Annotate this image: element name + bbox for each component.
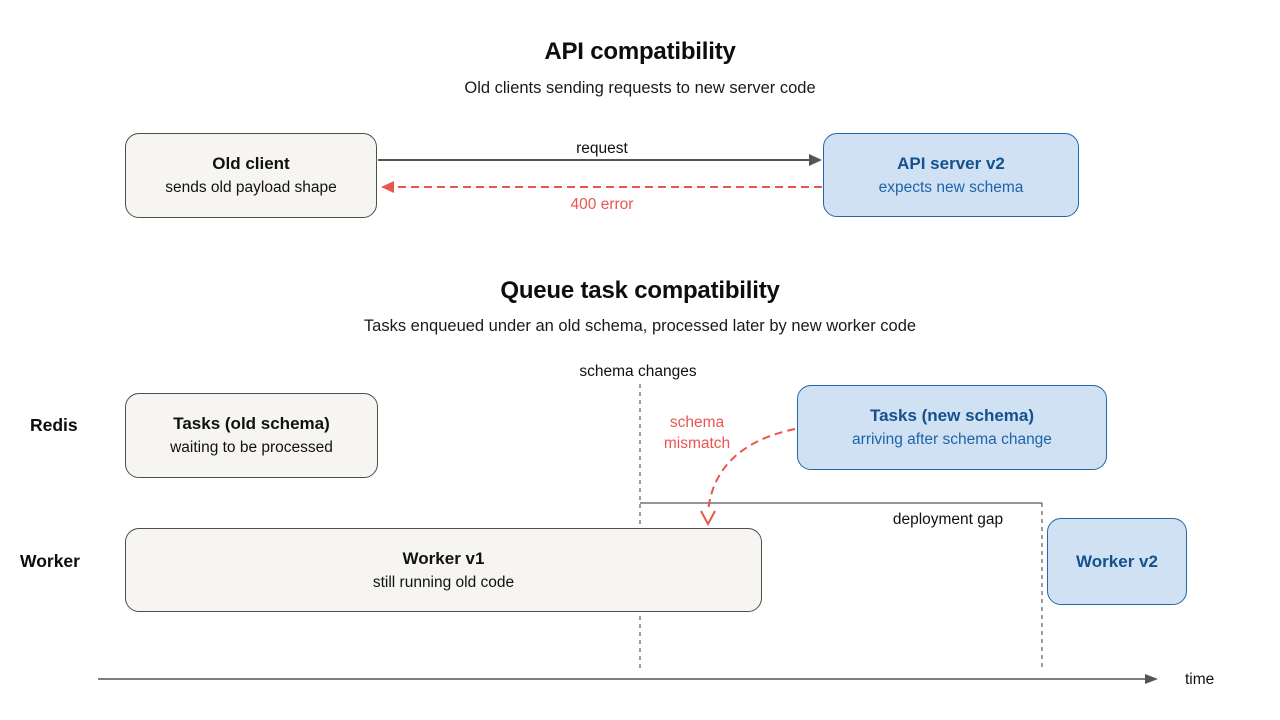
error-arrow (381, 181, 822, 193)
schema-mismatch-label-line2: mismatch (663, 435, 731, 452)
api-server-box: API server v2 expects new schema (823, 133, 1079, 217)
tasks-old-schema-box-subtitle: waiting to be processed (170, 439, 333, 456)
request-arrow-label: request (576, 140, 628, 157)
api-section-title: API compatibility (544, 38, 736, 65)
worker-v1-box-subtitle: still running old code (372, 573, 515, 591)
timeline-arrow (98, 674, 1158, 684)
row-label-redis: Redis (30, 415, 78, 435)
schema-mismatch-label: schema mismatch (664, 412, 730, 454)
schema-changes-label: schema changes (579, 363, 697, 380)
api-server-box-title: API server v2 (897, 153, 1005, 173)
time-axis-label: time (1185, 671, 1215, 688)
tasks-new-schema-box-title: Tasks (new schema) (869, 406, 1035, 425)
tasks-old-schema-box: Tasks (old schema) waiting to be process… (125, 393, 378, 478)
worker-v1-box: Worker v1 still running old code (125, 528, 762, 612)
api-server-box-subtitle: expects new schema (878, 178, 1024, 196)
worker-v2-box: Worker v2 (1047, 518, 1187, 605)
request-arrowhead-icon (809, 154, 822, 166)
timeline-arrowhead-icon (1145, 674, 1158, 684)
old-client-box-title: Old client (212, 154, 290, 173)
tasks-new-schema-box-subtitle: arriving after schema change (852, 431, 1052, 448)
tasks-new-schema-box: Tasks (new schema) arriving after schema… (797, 385, 1107, 470)
row-label-worker: Worker (20, 551, 80, 571)
api-section-subtitle: Old clients sending requests to new serv… (464, 79, 816, 97)
queue-section-title: Queue task compatibility (500, 277, 780, 304)
schema-mismatch-arrow (700, 428, 796, 527)
old-client-box-subtitle: sends old payload shape (165, 179, 337, 196)
queue-section-subtitle: Tasks enqueued under an old schema, proc… (363, 317, 917, 335)
schema-mismatch-arrowhead-icon (700, 510, 716, 527)
error-arrow-label: 400 error (570, 196, 634, 213)
tasks-old-schema-box-title: Tasks (old schema) (173, 414, 330, 433)
worker-v1-box-title: Worker v1 (402, 548, 485, 568)
error-arrowhead-icon (381, 181, 394, 193)
schema-mismatch-label-line1: schema (669, 414, 725, 431)
deployment-gap-label: deployment gap (892, 511, 1004, 528)
old-client-box: Old client sends old payload shape (125, 133, 377, 218)
worker-v2-box-title: Worker v2 (1076, 551, 1158, 571)
request-arrow (378, 154, 822, 166)
